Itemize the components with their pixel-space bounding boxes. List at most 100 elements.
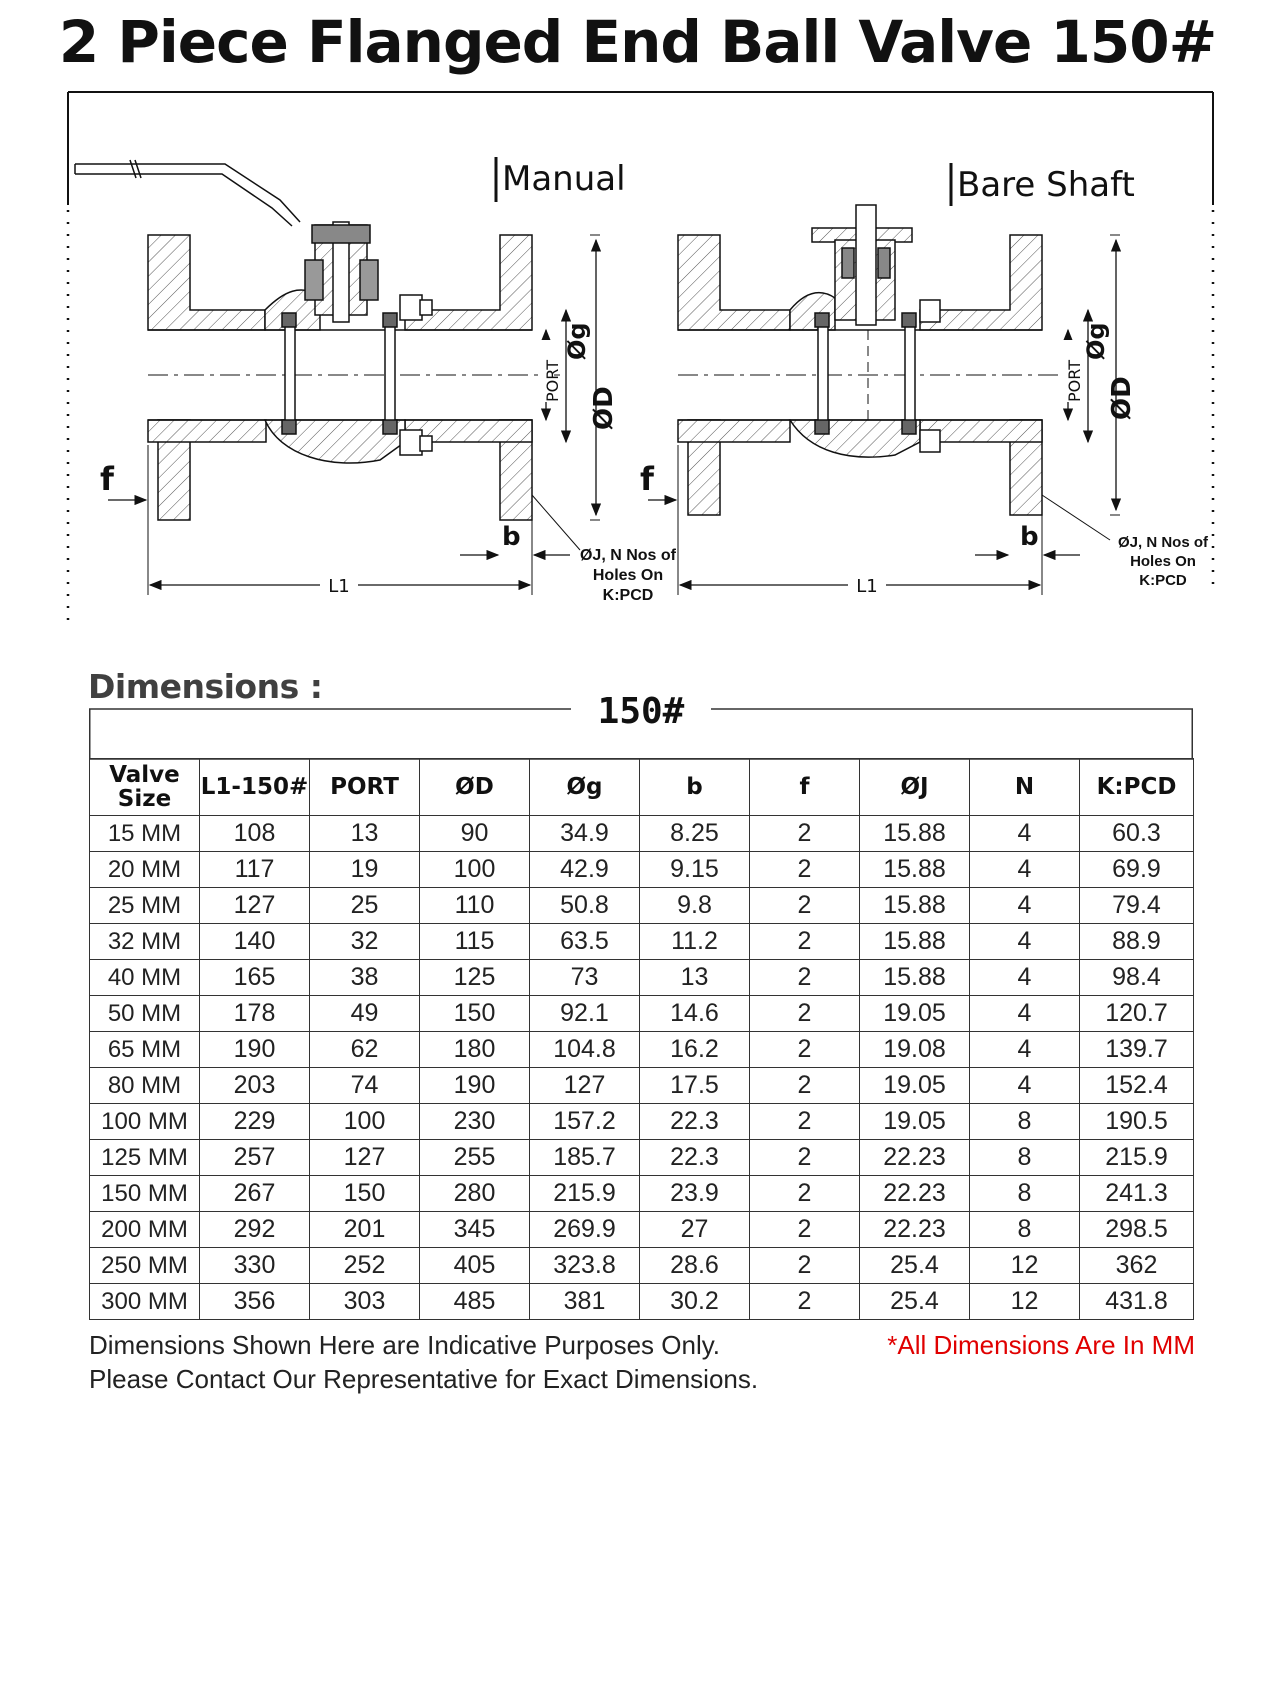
table-cell: 4 [969, 815, 1080, 852]
table-cell: 323.8 [529, 1247, 640, 1284]
table-cell: 4 [969, 995, 1080, 1032]
valve-size-cell: 125 MM [89, 1139, 200, 1176]
table-cell: 108 [199, 815, 310, 852]
table-cell: 110 [419, 887, 530, 924]
table-cell: 4 [969, 1067, 1080, 1104]
holes-label-line2: Holes On [593, 567, 663, 584]
table-cell: 2 [749, 887, 860, 924]
left-flange [147, 234, 266, 331]
table-cell: 38 [309, 959, 420, 996]
table-cell: 257 [199, 1139, 310, 1176]
table-cell: 4 [969, 851, 1080, 888]
f-label: f [100, 460, 115, 498]
table-cell: 345 [419, 1211, 530, 1248]
table-cell: 117 [199, 851, 310, 888]
table-cell: 362 [1079, 1247, 1194, 1284]
table-cell: 356 [199, 1283, 310, 1320]
table-cell: 303 [309, 1283, 420, 1320]
table-cell: 180 [419, 1031, 530, 1068]
table-cell: 8 [969, 1103, 1080, 1140]
manual-label: Manual [502, 159, 626, 199]
table-header-row: Valve Size L1-150# PORT ØD Øg b f ØJ N K… [89, 758, 1194, 816]
class-header-box: 150# [89, 692, 1193, 760]
table-cell: 104.8 [529, 1031, 640, 1068]
left-flange [677, 234, 791, 331]
table-cell: 2 [749, 1139, 860, 1176]
class-label: 150# [598, 692, 685, 732]
table-cell: 69.9 [1079, 851, 1194, 888]
col-k-pcd: K:PCD [1079, 758, 1194, 816]
table-cell: 22.23 [859, 1139, 970, 1176]
table-cell: 22.3 [639, 1103, 750, 1140]
table-cell: 22.3 [639, 1139, 750, 1176]
left-dimensions: L1 ØD Øg PORT f b ØJ, N Nos of Holes On … [100, 234, 677, 604]
col-dia-d: ØD [419, 758, 530, 816]
table-cell: 25.4 [859, 1283, 970, 1320]
col-valve-size: Valve Size [89, 758, 200, 816]
table-cell: 2 [749, 851, 860, 888]
table-cell: 22.23 [859, 1175, 970, 1212]
table-cell: 2 [749, 995, 860, 1032]
col-n: N [969, 758, 1080, 816]
holes-label-line3: K:PCD [603, 587, 654, 604]
table-cell: 201 [309, 1211, 420, 1248]
valve-size-cell: 80 MM [89, 1067, 200, 1104]
holes-label-line3: K:PCD [1139, 572, 1187, 589]
table-cell: 150 [309, 1175, 420, 1212]
table-cell: 127 [529, 1067, 640, 1104]
table-cell: 15.88 [859, 959, 970, 996]
valve-size-cell: 20 MM [89, 851, 200, 888]
valve-size-cell: 200 MM [89, 1211, 200, 1248]
f-label: f [640, 460, 655, 498]
page-title: 2 Piece Flanged End Ball Valve 150# [58, 8, 1217, 76]
table-cell: 49 [309, 995, 420, 1032]
valve-size-cell: 50 MM [89, 995, 200, 1032]
table-cell: 79.4 [1079, 887, 1194, 924]
table-cell: 190 [199, 1031, 310, 1068]
table-cell: 42.9 [529, 851, 640, 888]
valve-size-cell: 15 MM [89, 815, 200, 852]
table-cell: 2 [749, 815, 860, 852]
table-cell: 17.5 [639, 1067, 750, 1104]
table-cell: 27 [639, 1211, 750, 1248]
table-cell: 22.23 [859, 1211, 970, 1248]
table-cell: 90 [419, 815, 530, 852]
table-cell: 2 [749, 923, 860, 960]
table-cell: 255 [419, 1139, 530, 1176]
table-cell: 125 [419, 959, 530, 996]
bare-shaft-label: Bare Shaft [957, 165, 1135, 205]
table-cell: 252 [309, 1247, 420, 1284]
table-cell: 19.05 [859, 1067, 970, 1104]
col-dia-j: ØJ [859, 758, 970, 816]
table-cell: 15.88 [859, 815, 970, 852]
table-cell: 2 [749, 959, 860, 996]
table-cell: 8 [969, 1139, 1080, 1176]
table-cell: 12 [969, 1247, 1080, 1284]
table-cell: 120.7 [1079, 995, 1194, 1032]
table-cell: 127 [199, 887, 310, 924]
table-cell: 330 [199, 1247, 310, 1284]
table-cell: 292 [199, 1211, 310, 1248]
table-cell: 381 [529, 1283, 640, 1320]
dia-g-label: Øg [1082, 322, 1110, 360]
holes-label-line1: ØJ, N Nos of [580, 547, 677, 564]
table-cell: 2 [749, 1283, 860, 1320]
table-cell: 92.1 [529, 995, 640, 1032]
table-cell: 100 [419, 851, 530, 888]
b-label: b [1020, 522, 1039, 552]
table-cell: 190.5 [1079, 1103, 1194, 1140]
table-cell: 15.88 [859, 887, 970, 924]
table-cell: 30.2 [639, 1283, 750, 1320]
port-label: PORT [1065, 360, 1084, 402]
table-cell: 115 [419, 923, 530, 960]
view-labels: Manual Bare Shaft [494, 157, 1135, 206]
dimensions-table: Valve Size L1-150# PORT ØD Øg b f ØJ N K… [89, 758, 1194, 1320]
valve-size-cell: 150 MM [89, 1175, 200, 1212]
table-cell: 100 [309, 1103, 420, 1140]
